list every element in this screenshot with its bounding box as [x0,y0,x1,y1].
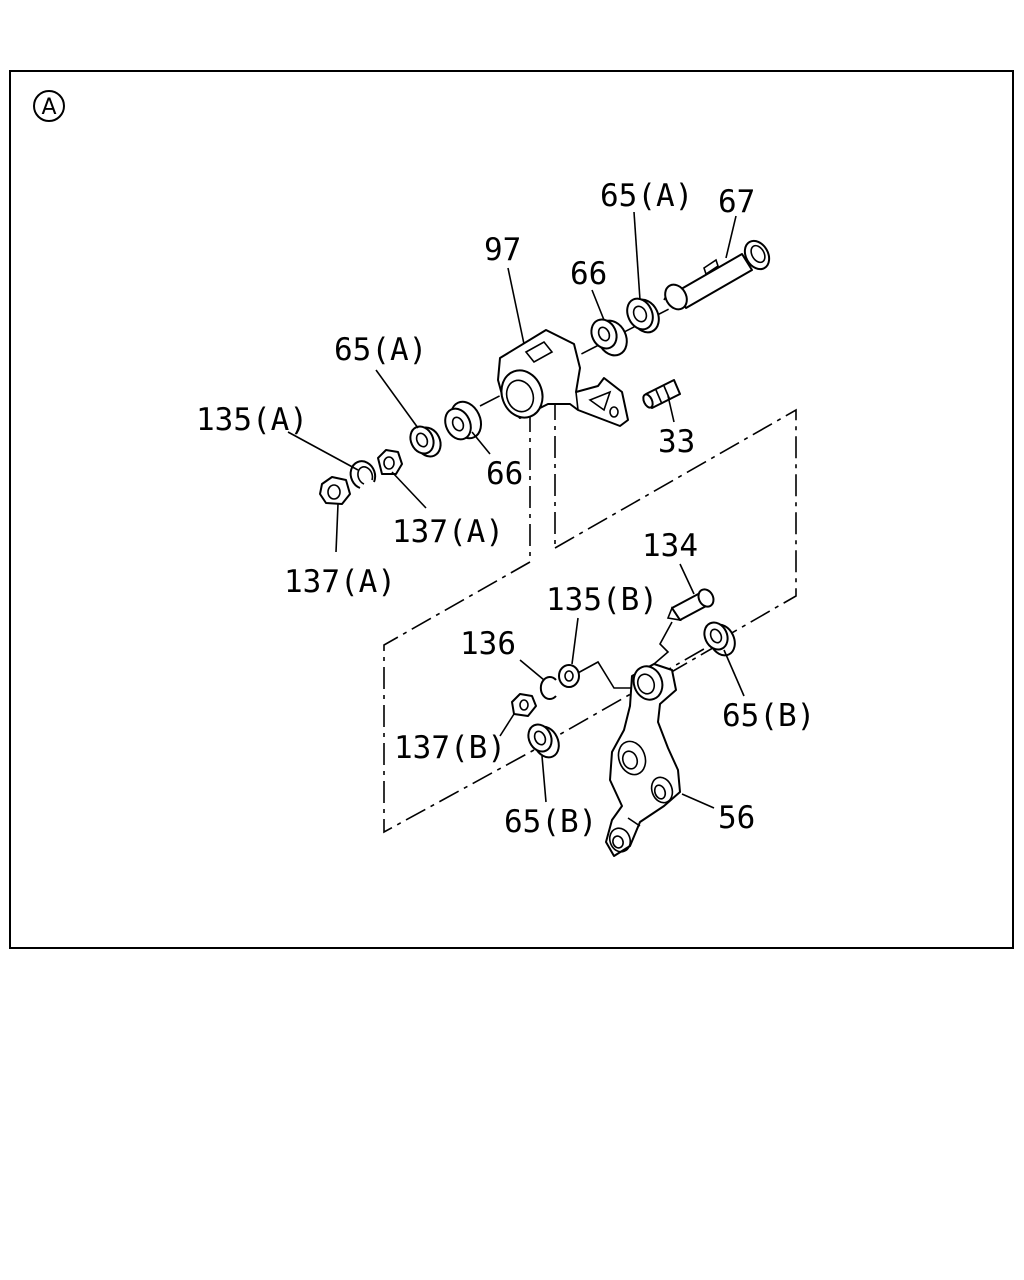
label-136: 136 [460,626,516,662]
label-33: 33 [658,424,695,460]
part-56-lever [605,663,681,857]
part-136-c-ring [539,676,557,700]
part-66-bushing-mid [444,400,483,441]
label-66-mid: 66 [486,456,523,492]
label-65b-right: 65(B) [722,698,815,734]
part-135a-snap-ring [349,460,377,489]
part-97-bracket [497,329,629,427]
label-137b: 137(B) [394,730,506,766]
leader-lines [287,211,745,809]
label-65a-left: 65(A) [334,332,427,368]
label-97: 97 [484,232,521,268]
part-134-pin [666,588,715,622]
part-137b-nut [511,693,537,717]
part-65a-bushing-top [626,297,660,334]
label-134: 134 [642,528,698,564]
part-33-pin [642,379,681,409]
label-137a-low: 137(A) [284,564,396,600]
part-135b-ring [558,664,580,688]
part-65b-bushing-right [703,621,736,657]
part-67-shaft [663,239,771,311]
label-67: 67 [718,184,755,220]
view-marker-letter: A [41,95,56,120]
label-137a-mid: 137(A) [392,514,504,550]
label-135a: 135(A) [196,402,308,438]
label-65a-top: 65(A) [600,178,693,214]
part-65b-bushing-bottom [527,723,560,759]
part-66-bushing-top [590,318,628,357]
part-137a-nut-low [319,476,351,505]
label-66-top: 66 [570,256,607,292]
part-65a-bushing-left [409,425,442,458]
diagram-frame [9,70,1014,949]
part-137a-nut-mid [377,449,403,475]
part-labels: 65(A) 67 97 66 65(A) 135(A) 33 66 137(A)… [196,178,815,840]
label-56: 56 [718,800,755,836]
view-marker: A [33,90,65,122]
label-65b-bottom: 65(B) [504,804,597,840]
label-135b: 135(B) [546,582,658,618]
